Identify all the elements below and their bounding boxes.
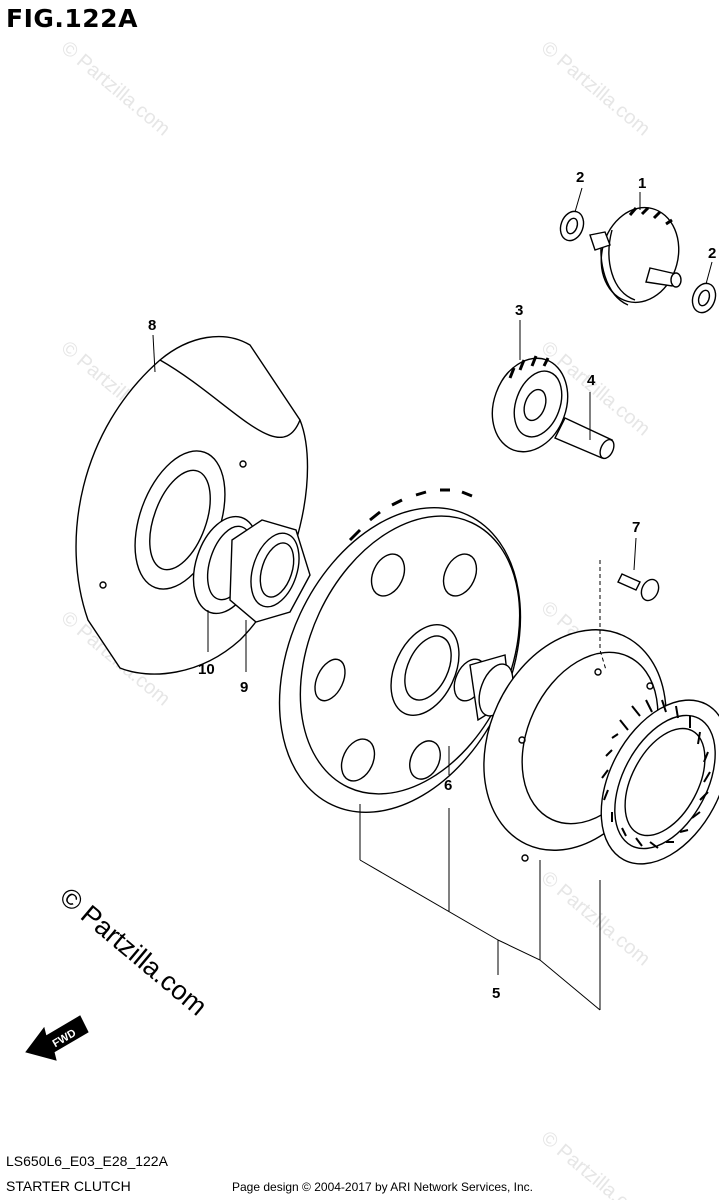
- watermark-text: © Partzilla.com: [537, 37, 654, 140]
- parts: [75, 206, 719, 865]
- part-5-clutch: [483, 629, 719, 865]
- callout-7: 7: [632, 519, 640, 536]
- callout-2-right: 2: [708, 245, 716, 262]
- callout-4: 4: [587, 372, 596, 389]
- watermark-text: © Partzilla.com: [537, 1127, 654, 1200]
- part-3-gear: [491, 355, 569, 453]
- part-7-bolt: [599, 560, 660, 671]
- watermark-text: © Partzilla.com: [57, 37, 174, 140]
- figure-title: FIG.122A: [6, 4, 138, 33]
- figure-code: LS650L6_E03_E28_122A: [6, 1153, 168, 1169]
- watermark-main: © Partzilla.com: [54, 882, 213, 1022]
- callout-2-left: 2: [576, 169, 584, 186]
- callout-9: 9: [240, 679, 248, 696]
- callouts: 1 2 2 3 4 5 6 7 8 9 10: [148, 169, 716, 1002]
- part-4-shaft: [554, 417, 615, 460]
- callout-5: 5: [492, 985, 500, 1002]
- callout-6: 6: [444, 777, 452, 794]
- callout-8: 8: [148, 317, 156, 334]
- part-1-gear: [589, 206, 682, 306]
- footer-credit: Page design © 2004-2017 by ARI Network S…: [232, 1180, 534, 1194]
- leader-lines: [152, 187, 713, 1011]
- callout-3: 3: [515, 302, 523, 319]
- fwd-arrow: FWD: [25, 1015, 89, 1061]
- part-9-nut: [229, 519, 311, 623]
- callout-1: 1: [638, 175, 646, 192]
- watermark-text: © Partzilla.com: [537, 867, 654, 970]
- figure-name: STARTER CLUTCH: [6, 1178, 131, 1194]
- callout-10: 10: [198, 661, 215, 678]
